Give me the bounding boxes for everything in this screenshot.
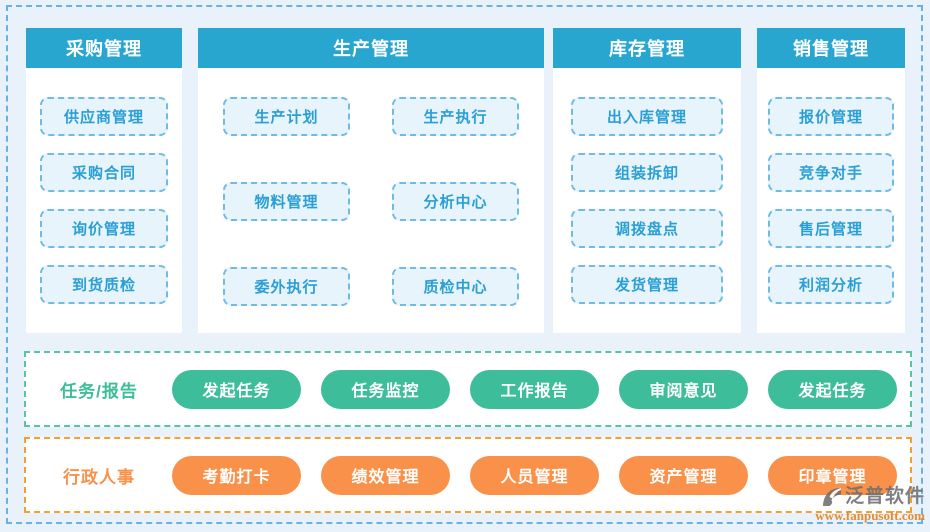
module-item-arrival-inspection[interactable]: 到货质检 [40, 265, 168, 304]
module-item-material-mgmt[interactable]: 物料管理 [223, 182, 350, 221]
pill-work-report[interactable]: 工作报告 [470, 369, 599, 409]
task-report-section: 任务/报告 发起任务 任务监控 工作报告 审阅意见 发起任务 [24, 351, 912, 427]
module-item-after-sales-mgmt[interactable]: 售后管理 [768, 209, 894, 248]
module-item-production-execution[interactable]: 生产执行 [392, 97, 519, 136]
pill-review-comments[interactable]: 审阅意见 [619, 369, 748, 409]
module-item-transfer-stocktake[interactable]: 调拨盘点 [571, 209, 723, 248]
pill-asset-mgmt[interactable]: 资产管理 [619, 455, 748, 495]
panel-inventory-header: 库存管理 [553, 28, 741, 68]
pill-personnel-mgmt[interactable]: 人员管理 [470, 455, 599, 495]
watermark-brand-row: 泛普软件 [815, 487, 925, 507]
module-item-assembly-disassembly[interactable]: 组装拆卸 [571, 153, 723, 192]
pill-attendance-checkin[interactable]: 考勤打卡 [172, 455, 301, 495]
watermark-url: www.fanpusoft.com [815, 508, 925, 523]
panel-procurement-header: 采购管理 [26, 28, 182, 68]
watermark-brand: 泛普软件 [844, 486, 925, 507]
admin-hr-pill-row: 考勤打卡 绩效管理 人员管理 资产管理 印章管理 [172, 455, 897, 495]
panel-production-body: 生产计划 生产执行 物料管理 分析中心 委外执行 质检中心 [198, 68, 544, 333]
module-item-analysis-center[interactable]: 分析中心 [392, 182, 519, 221]
module-item-outsourcing-execution[interactable]: 委外执行 [223, 267, 350, 306]
module-item-inquiry-mgmt[interactable]: 询价管理 [40, 209, 168, 248]
module-item-profit-analysis[interactable]: 利润分析 [768, 265, 894, 304]
pill-start-task[interactable]: 发起任务 [172, 369, 301, 409]
module-item-supplier-mgmt[interactable]: 供应商管理 [40, 97, 168, 136]
panel-production-header: 生产管理 [198, 28, 544, 68]
panel-sales-header: 销售管理 [757, 28, 905, 68]
watermark: 泛普软件 www.fanpusoft.com [815, 487, 925, 524]
panel-procurement: 采购管理 供应商管理 采购合同 询价管理 到货质检 [26, 28, 182, 333]
panel-production: 生产管理 生产计划 生产执行 物料管理 分析中心 委外执行 质检中心 [198, 28, 544, 333]
task-report-label: 任务/报告 [60, 381, 138, 401]
module-item-production-plan[interactable]: 生产计划 [223, 97, 350, 136]
task-report-pill-row: 发起任务 任务监控 工作报告 审阅意见 发起任务 [172, 369, 897, 409]
pill-task-monitoring[interactable]: 任务监控 [321, 369, 450, 409]
pill-performance-mgmt[interactable]: 绩效管理 [321, 455, 450, 495]
panel-inventory-body: 出入库管理 组装拆卸 调拨盘点 发货管理 [553, 68, 741, 333]
module-item-warehouse-in-out[interactable]: 出入库管理 [571, 97, 723, 136]
module-item-quality-center[interactable]: 质检中心 [392, 267, 519, 306]
module-item-purchase-contract[interactable]: 采购合同 [40, 153, 168, 192]
fanpu-logo-icon [822, 487, 842, 507]
module-item-shipment-mgmt[interactable]: 发货管理 [571, 265, 723, 304]
panel-sales-body: 报价管理 竞争对手 售后管理 利润分析 [757, 68, 905, 333]
pill-seal-mgmt[interactable]: 印章管理 [768, 455, 897, 495]
panel-procurement-body: 供应商管理 采购合同 询价管理 到货质检 [26, 68, 182, 333]
panel-inventory: 库存管理 出入库管理 组装拆卸 调拨盘点 发货管理 [553, 28, 741, 333]
admin-hr-section: 行政人事 考勤打卡 绩效管理 人员管理 资产管理 印章管理 [24, 437, 912, 513]
pill-start-task-2[interactable]: 发起任务 [768, 369, 897, 409]
admin-hr-label: 行政人事 [63, 467, 135, 487]
module-item-quotation-mgmt[interactable]: 报价管理 [768, 97, 894, 136]
panel-sales: 销售管理 报价管理 竞争对手 售后管理 利润分析 [757, 28, 905, 333]
module-item-competitors[interactable]: 竞争对手 [768, 153, 894, 192]
